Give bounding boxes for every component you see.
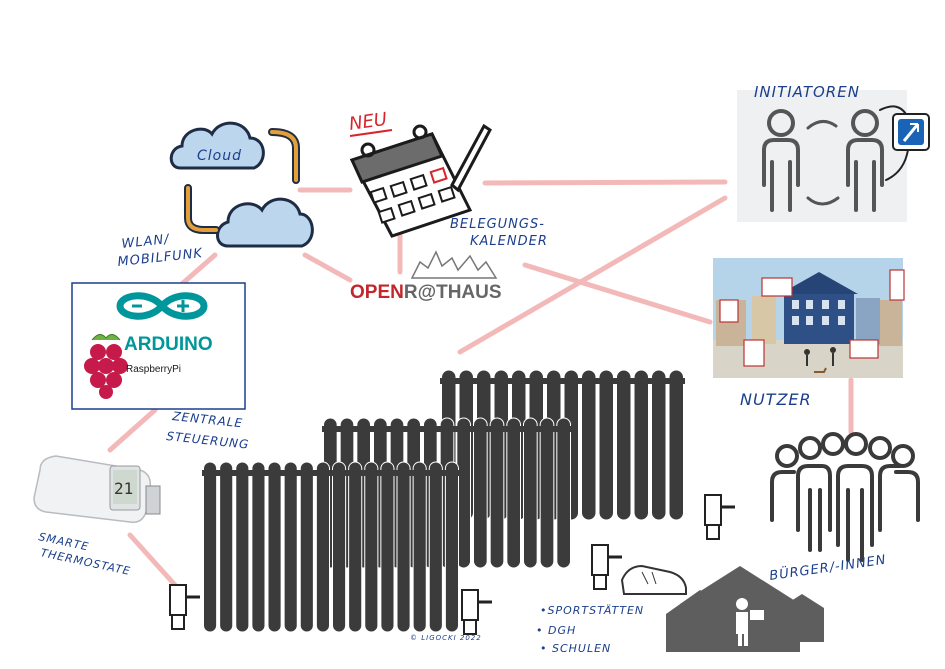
sports-shoe-icon bbox=[620, 564, 687, 595]
connector-calendar-users bbox=[522, 262, 713, 325]
citizens-label: BÜRGER/-INNEN bbox=[768, 551, 887, 584]
radiator-valve-icon bbox=[169, 584, 200, 630]
radiator-valve-icon bbox=[704, 494, 735, 540]
connector-lines bbox=[107, 179, 854, 588]
facility-schools: • SCHULEN bbox=[540, 642, 611, 655]
new-underline bbox=[349, 129, 393, 137]
connector-cloud-openrathaus bbox=[302, 252, 353, 283]
radiators-group bbox=[169, 369, 735, 635]
connector-initiators-radiators bbox=[457, 195, 728, 355]
openrathaus-logo: OPENR@THAUS bbox=[350, 250, 502, 303]
openrathaus-open: OPEN bbox=[350, 282, 404, 303]
thermostat-display: 21 bbox=[114, 479, 133, 498]
facility-dgh: • DGH bbox=[536, 624, 576, 637]
calendar-icon bbox=[349, 123, 492, 238]
controller-box: ARDUINO RaspberryPi bbox=[71, 282, 246, 410]
control-label-line1: ZENTRALE bbox=[171, 409, 244, 430]
citizens-icon bbox=[770, 432, 920, 562]
arduino-text: ARDUINO bbox=[124, 334, 213, 355]
calendar-label-line1: BELEGUNGS- bbox=[450, 217, 545, 232]
raspberry-text: RaspberryPi bbox=[126, 364, 181, 375]
radiator-valve-icon bbox=[591, 544, 622, 590]
raspberry-pi-logo: RaspberryPi bbox=[84, 334, 181, 399]
initiators-panel bbox=[737, 90, 930, 222]
svg-text:OPENR@THAUS: OPENR@THAUS bbox=[350, 282, 502, 303]
connector-controller-thermostat bbox=[107, 407, 158, 453]
calendar-label-line2: KALENDER bbox=[470, 234, 548, 249]
openrathaus-rathaus: R@THAUS bbox=[404, 282, 502, 303]
arduino-logo: ARDUINO bbox=[116, 292, 213, 355]
copyright-label: © LIGOCKI 2022 bbox=[410, 634, 482, 642]
connector-thermostat-radiator bbox=[127, 532, 178, 588]
houses-icon bbox=[666, 566, 824, 652]
users-town-scene bbox=[713, 258, 905, 378]
connector-calendar-initiators bbox=[482, 179, 728, 186]
radiator-valve-icon bbox=[461, 589, 492, 635]
initiators-label: INITIATOREN bbox=[754, 83, 860, 101]
wlan-label-line1: WLAN/ bbox=[121, 232, 171, 252]
cloud-icon bbox=[169, 121, 314, 248]
users-label: NUTZER bbox=[740, 390, 812, 409]
radiator-front bbox=[202, 461, 460, 633]
cloud-label: Cloud bbox=[197, 148, 242, 164]
control-label-line2: STEUERUNG bbox=[166, 429, 250, 452]
smart-thermostat-icon: 21 bbox=[33, 455, 161, 524]
facility-sports: •SPORTSTÄTTEN bbox=[540, 604, 644, 617]
